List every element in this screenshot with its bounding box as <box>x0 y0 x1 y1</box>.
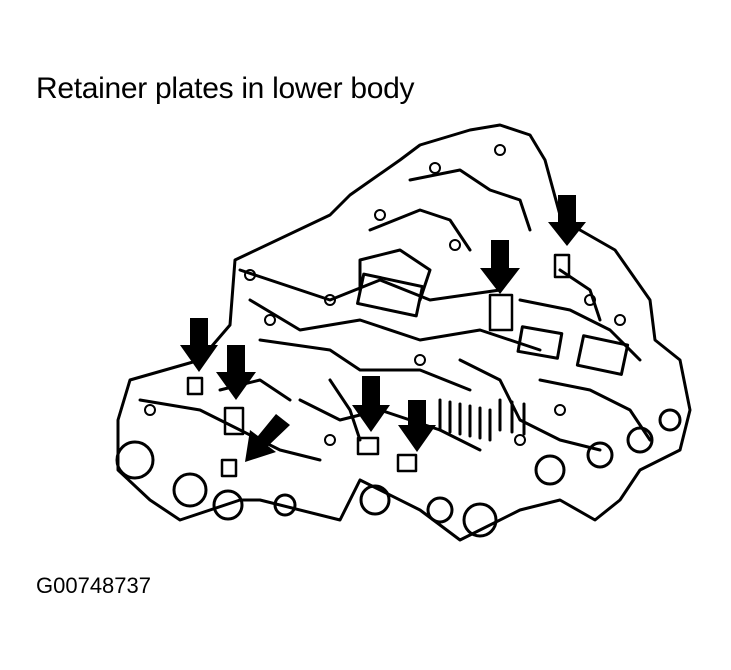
bore-10 <box>658 408 682 432</box>
hole-2 <box>264 314 276 326</box>
hole-5 <box>494 144 506 156</box>
arrow-down-icon <box>398 400 436 452</box>
hole-9 <box>144 404 156 416</box>
passage-12 <box>458 358 602 452</box>
arrow-down-icon <box>548 195 586 246</box>
hole-6 <box>449 239 461 251</box>
bore-6 <box>426 496 454 524</box>
hole-8 <box>614 314 626 326</box>
hole-12 <box>514 434 526 446</box>
retainer-plate-2 <box>488 293 514 332</box>
arrow-diagonal-icon <box>245 414 290 462</box>
passage-4 <box>358 248 432 302</box>
retainer-plate-6 <box>356 436 380 456</box>
hole-14 <box>374 209 386 221</box>
passage-10 <box>298 398 482 452</box>
bore-11 <box>462 502 498 538</box>
hole-13 <box>554 404 566 416</box>
rib-row-1 <box>438 398 492 442</box>
arrow-down-icon <box>352 376 390 432</box>
bore-3 <box>212 489 244 521</box>
pocket-3 <box>575 334 630 376</box>
hole-3 <box>324 294 336 306</box>
retainer-plate-3 <box>186 376 204 396</box>
passage-11 <box>328 378 362 442</box>
passage-1 <box>238 268 502 302</box>
bore-1 <box>115 440 155 480</box>
passage-6 <box>408 168 532 232</box>
hole-1 <box>244 269 256 281</box>
hole-10 <box>324 434 336 446</box>
diagram-caption: Retainer plates in lower body <box>36 72 415 105</box>
pocket-1 <box>356 272 424 318</box>
retainer-plate-1 <box>553 253 571 279</box>
bore-2 <box>172 472 208 508</box>
passage-8 <box>538 378 652 442</box>
retainer-plate-7 <box>396 453 418 473</box>
rib-row-2 <box>498 398 526 436</box>
passage-5 <box>368 208 472 252</box>
arrow-down-icon <box>180 318 218 372</box>
hole-7 <box>584 294 596 306</box>
valve-body-outline <box>116 123 692 542</box>
bore-5 <box>359 484 391 516</box>
bore-8 <box>586 441 614 469</box>
bore-9 <box>626 426 654 454</box>
retainer-plate-5 <box>220 458 238 478</box>
hole-11 <box>414 354 426 366</box>
arrow-down-icon <box>480 240 520 294</box>
passage-3 <box>258 338 472 392</box>
pocket-2 <box>516 325 564 360</box>
arrow-down-icon <box>216 345 256 400</box>
passage-2 <box>248 298 542 352</box>
passage-9 <box>138 398 322 462</box>
bore-7 <box>534 454 566 486</box>
figure-id: G00748737 <box>36 573 151 598</box>
bore-4 <box>273 493 297 517</box>
retainer-plate-4 <box>223 406 245 436</box>
hole-4 <box>429 162 441 174</box>
